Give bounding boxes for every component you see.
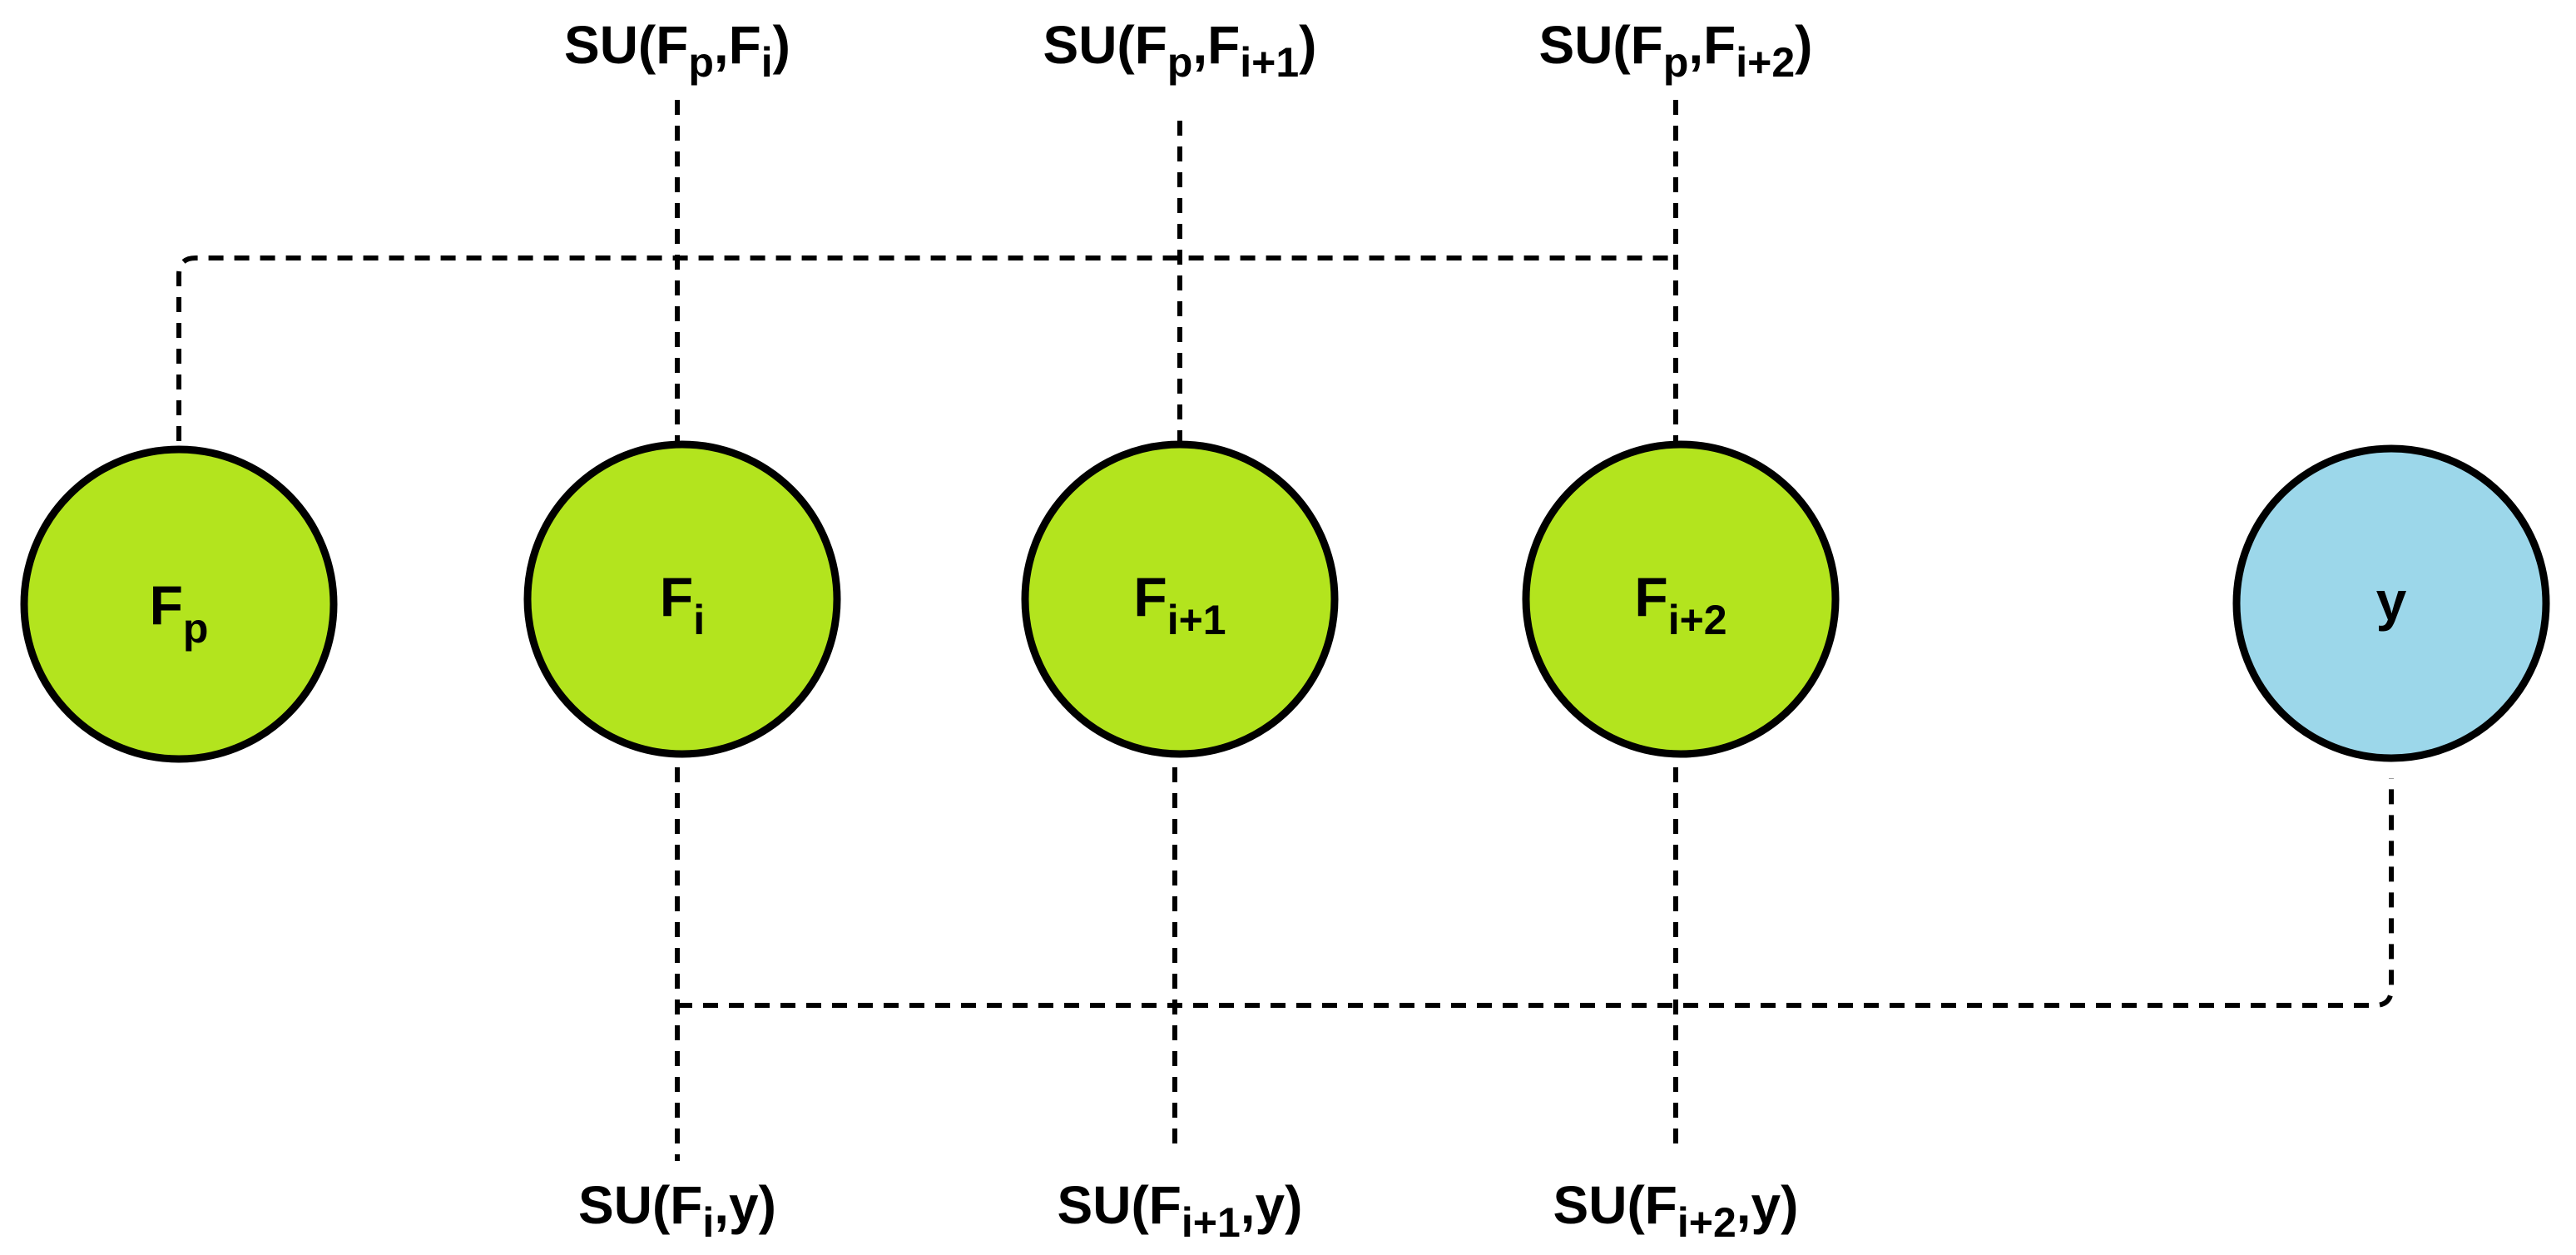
- node-fi2-label: Fi+2: [1634, 566, 1726, 643]
- su-label-fi-y: SU(Fi,y): [578, 1175, 776, 1246]
- bottom-bus-line: [677, 778, 2394, 1008]
- su-label-fp-fi2: SU(Fp,Fi+2): [1539, 15, 1813, 86]
- su-label-fi2-y: SU(Fi+2,y): [1553, 1175, 1799, 1246]
- node-fi2-circle: [1522, 440, 1840, 758]
- node-fi1-circle: [1021, 440, 1339, 758]
- node-y-circle: [2232, 444, 2550, 762]
- node-fi2: Fi+2: [1522, 440, 1840, 758]
- top-bus-line: [176, 255, 1676, 441]
- node-fp-circle: [20, 445, 338, 763]
- su-label-fp-fi: SU(Fp,Fi): [564, 15, 790, 86]
- node-fi1: Fi+1: [1021, 440, 1339, 758]
- node-fi-label: Fi: [660, 566, 705, 643]
- bottom-connectors: [675, 767, 2394, 1161]
- node-fp: Fp: [20, 445, 338, 763]
- node-fi: Fi: [523, 440, 841, 758]
- node-fp-label: Fp: [150, 574, 209, 652]
- su-label-fp-fi1: SU(Fp,Fi+1): [1043, 15, 1317, 86]
- su-label-fi1-y: SU(Fi+1,y): [1058, 1175, 1303, 1246]
- node-y-label: y: [2376, 570, 2407, 632]
- node-fi1-label: Fi+1: [1133, 566, 1226, 643]
- node-y: y: [2232, 444, 2550, 762]
- node-fi-circle: [523, 440, 841, 758]
- top-connectors: [176, 100, 1678, 441]
